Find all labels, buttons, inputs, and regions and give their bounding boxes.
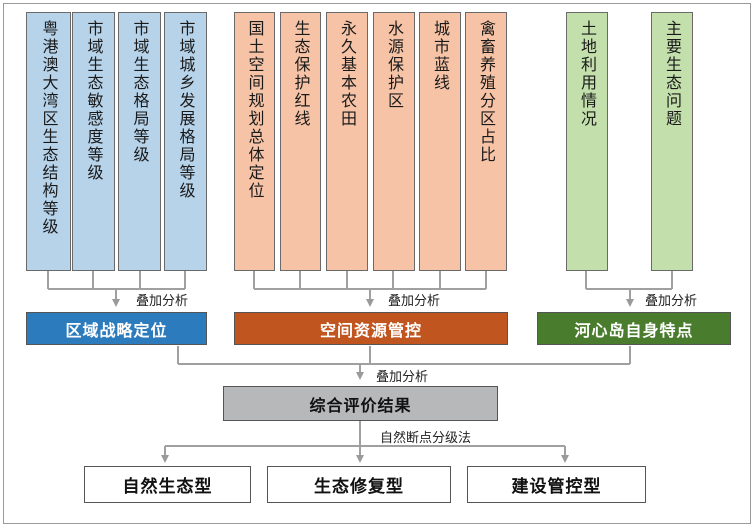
combined-evaluation-result: 综合评价结果 [223,386,498,421]
merge-label-regional: 叠加分析 [136,294,189,309]
source-ecological-problems: 主要生态问题 [651,12,693,271]
method-label: 自然断点分级法 [380,431,472,446]
source-ecological-red-line: 生态保护红线 [280,12,321,271]
merge-label-combined: 叠加分析 [376,370,429,385]
output-natural-ecological: 自然生态型 [84,466,251,503]
result-regional-positioning: 区域战略定位 [26,312,207,345]
source-ecological-pattern-grade: 市域生态格局等级 [118,12,161,271]
output-ecological-restoration: 生态修复型 [267,466,451,503]
source-permanent-farmland: 永久基本农田 [326,12,368,271]
source-land-use: 土地利用情况 [566,12,608,271]
source-water-protection-zone: 水源保护区 [373,12,415,271]
source-ecological-sensitivity-grade: 市域生态敏感度等级 [72,12,115,271]
merge-label-spatial: 叠加分析 [388,294,441,309]
source-regional-structure-grade: 粤港澳大湾区生态结构等级 [26,12,71,271]
merge-label-island: 叠加分析 [645,294,698,309]
output-construction-control: 建设管控型 [467,466,646,503]
result-spatial-control: 空间资源管控 [234,312,508,345]
source-urban-blue-line: 城市蓝线 [419,12,461,271]
source-spatial-planning-position: 国土空间规划总体定位 [234,12,275,271]
result-island-features: 河心岛自身特点 [537,312,731,345]
source-urban-rural-pattern-grade: 市域城乡发展格局等级 [164,12,207,271]
source-livestock-zone-ratio: 禽畜养殖分区占比 [465,12,507,271]
